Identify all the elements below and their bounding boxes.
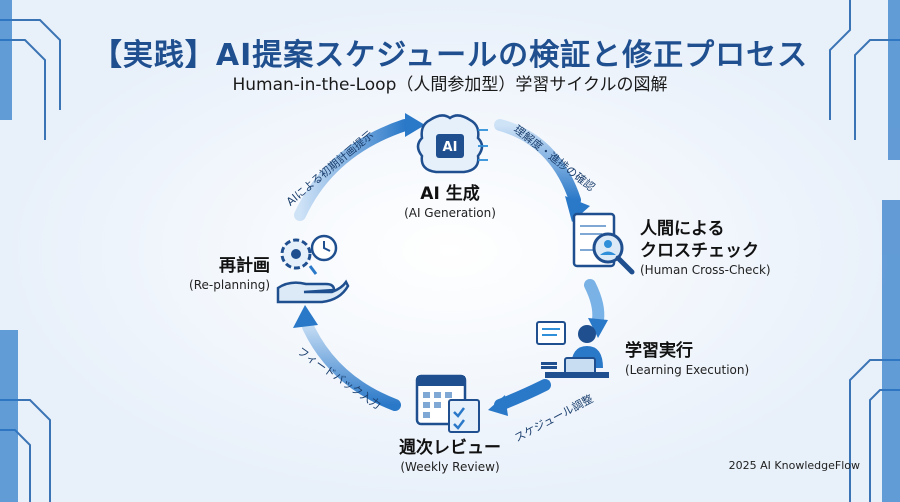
node-ai-generation-title: AI 生成 xyxy=(420,184,480,204)
node-cross-check-subtitle: (Human Cross-Check) xyxy=(640,263,771,277)
document-magnifier-icon xyxy=(572,212,635,275)
node-weekly-review-title: 週次レビュー xyxy=(399,438,501,458)
node-replanning-subtitle: (Re-planning) xyxy=(189,278,270,292)
node-learning-title: 学習実行 xyxy=(625,341,693,361)
ai-brain-chip-icon: AI xyxy=(416,114,488,174)
node-replanning-title: 再計画 xyxy=(219,256,270,276)
footer-credit: 2025 AI KnowledgeFlow xyxy=(728,459,860,472)
node-replanning: 再計画 (Re-planning) xyxy=(160,255,270,293)
node-cross-check: 人間による クロスチェック (Human Cross-Check) xyxy=(640,218,820,278)
node-weekly-review: 週次レビュー (Weekly Review) xyxy=(370,437,530,475)
node-ai-generation-subtitle: (AI Generation) xyxy=(404,206,496,220)
gear-clock-hand-icon xyxy=(276,234,350,304)
node-cross-check-title-2: クロスチェック xyxy=(640,241,759,261)
node-learning: 学習実行 (Learning Execution) xyxy=(625,340,785,378)
node-ai-generation: AI 生成 (AI Generation) xyxy=(380,183,520,221)
calendar-checklist-icon xyxy=(415,374,480,433)
node-weekly-review-subtitle: (Weekly Review) xyxy=(400,460,500,474)
node-cross-check-title-1: 人間による xyxy=(640,219,725,239)
page-title: 【実践】AI提案スケジュールの検証と修正プロセス xyxy=(91,38,809,73)
svg-text:AI: AI xyxy=(443,140,458,155)
page-subtitle: Human-in-the-Loop（人間参加型）学習サイクルの図解 xyxy=(232,75,668,95)
person-studying-laptop-icon xyxy=(536,321,609,378)
node-learning-subtitle: (Learning Execution) xyxy=(625,363,750,377)
